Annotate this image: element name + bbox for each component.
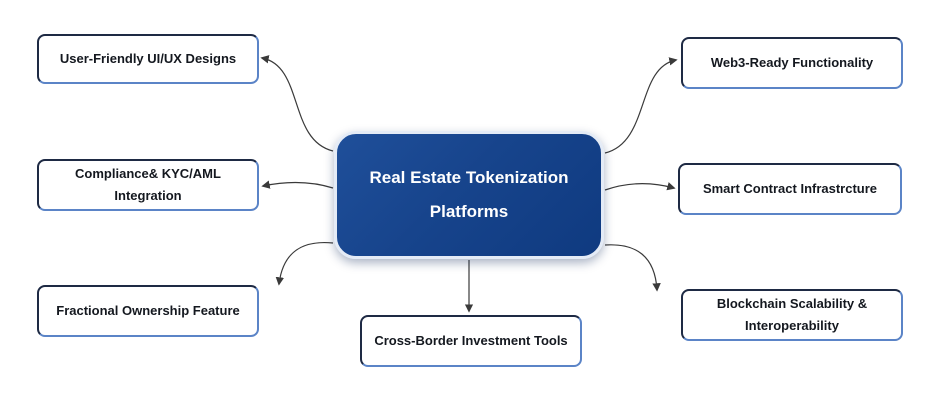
node-smart-contract: Smart Contract Infrastrcture: [678, 163, 902, 215]
connector-to-ux: [260, 55, 334, 152]
connector-to-smart-contract: [604, 182, 676, 191]
node-fractional-ownership: Fractional Ownership Feature: [37, 285, 259, 337]
node-label: Smart Contract Infrastrcture: [702, 181, 878, 196]
node-label: Blockchain Scalability & Interoperabilit…: [716, 296, 868, 333]
connector-to-blockchain: [604, 244, 661, 292]
node-compliance-kyc-aml: Compliance& KYC/AML Integration: [37, 159, 259, 211]
node-label: Cross-Border Investment Tools: [374, 333, 568, 348]
connector-to-compliance: [261, 180, 334, 189]
node-label: Fractional Ownership Feature: [56, 303, 240, 318]
node-user-friendly-ui-ux: User-Friendly UI/UX Designs: [37, 34, 259, 84]
node-label: User-Friendly UI/UX Designs: [59, 51, 237, 66]
node-blockchain-scalability: Blockchain Scalability & Interoperabilit…: [681, 289, 903, 341]
connector-to-web3: [604, 57, 678, 154]
center-topic: Real Estate Tokenization Platforms: [334, 131, 604, 259]
node-cross-border-investment: Cross-Border Investment Tools: [360, 315, 582, 367]
node-web3-ready: Web3-Ready Functionality: [681, 37, 903, 89]
node-label: Compliance& KYC/AML Integration: [75, 166, 221, 203]
center-topic-label: Real Estate Tokenization Platforms: [369, 168, 569, 221]
node-label: Web3-Ready Functionality: [710, 55, 874, 70]
connector-to-fractional: [275, 241, 334, 286]
